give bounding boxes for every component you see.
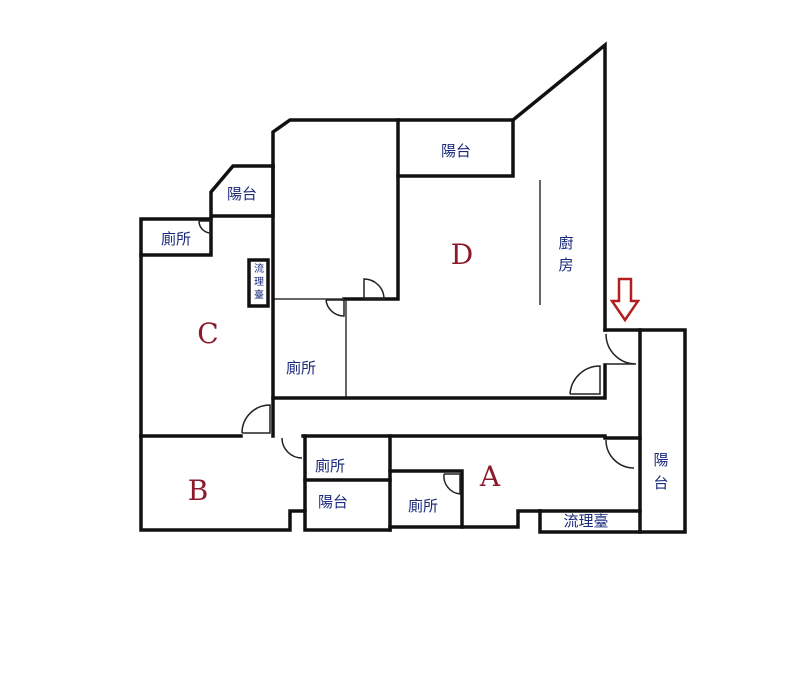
entrance-arrow-icon [609,277,641,323]
room-label-balcony-a-2: 台 [653,474,668,492]
unit-d-walls [271,41,607,438]
room-label-toilet-c: 廁所 [161,230,191,248]
room-label-kitchen-d-1: 廚 [558,234,573,252]
unit-label-b: B [188,474,209,507]
room-label-sink-c-2: 理 [254,276,264,288]
door-swings [198,220,637,495]
room-label-sink-c-1: 流 [254,262,264,275]
room-label-balcony-d: 陽台 [441,142,471,160]
room-label-toilet-a: 廁所 [408,497,438,515]
room-label-balcony-c: 陽台 [227,185,257,203]
room-label-sink-c-3: 臺 [254,288,264,301]
lower-walls [139,434,642,534]
unit-label-a: A [479,460,501,493]
unit-c-walls [139,164,275,438]
room-label-kitchen-d-2: 房 [558,256,573,274]
room-label-sink-a: 流理臺 [563,512,608,530]
room-label-balcony-b: 陽台 [318,493,348,511]
room-label-toilet-mid: 廁所 [286,359,316,377]
room-label-toilet-b: 廁所 [315,457,345,475]
unit-label-c: C [197,317,218,350]
room-label-balcony-a-1: 陽 [653,451,668,469]
unit-label-d: D [451,238,473,271]
corridor-walls [603,328,687,534]
